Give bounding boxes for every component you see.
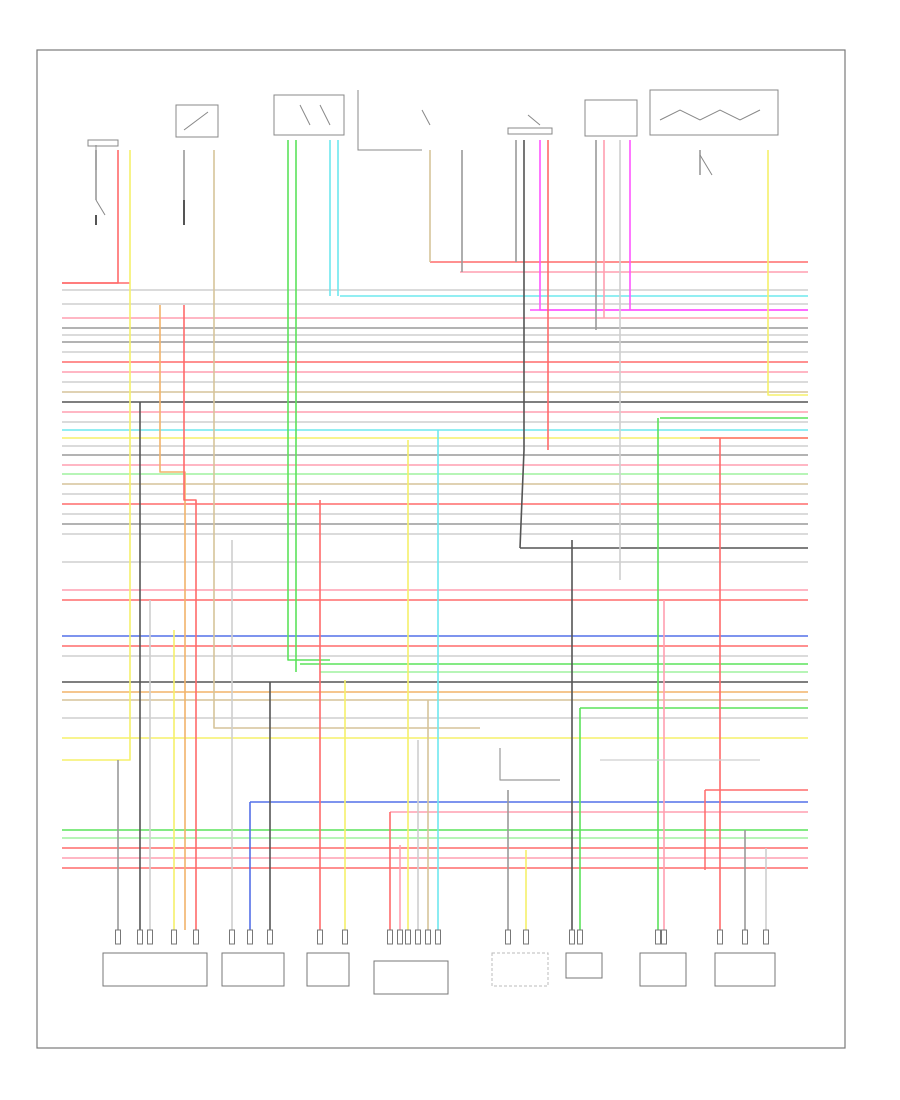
component-lead: [62, 150, 119, 284]
connector-pin: [435, 929, 441, 945]
bottom-component-box-4: [373, 960, 449, 995]
connector-pin: [405, 929, 411, 945]
connector-pin: [171, 929, 177, 945]
top-component-6: [584, 99, 638, 137]
connector-pin: [717, 929, 723, 945]
component-lead: [213, 150, 480, 729]
component-lead: [767, 150, 808, 396]
connector-pin: [505, 929, 511, 945]
connector-pin: [742, 929, 748, 945]
jumper-wire: [499, 748, 560, 781]
connector-pin: [577, 929, 583, 945]
bottom-component-box-5: [491, 952, 549, 987]
bottom-component-box-8: [714, 952, 776, 987]
component-lead: [183, 305, 197, 930]
top-component-2: [175, 104, 219, 225]
connector-pin: [137, 929, 143, 945]
component-lead: [539, 140, 808, 311]
connector-pin: [267, 929, 273, 945]
bottom-component-box-3: [306, 952, 350, 987]
bottom-component-box-2: [221, 952, 285, 987]
connector-pin: [317, 929, 323, 945]
component-lead: [519, 140, 525, 549]
top-component-7: [649, 89, 779, 176]
top-component-3: [273, 94, 345, 136]
connector-pin: [763, 929, 769, 945]
connector-pin: [397, 929, 403, 945]
bottom-component-box-6: [565, 952, 603, 979]
connector-pin: [425, 929, 431, 945]
bottom-component-box-7: [639, 952, 687, 987]
top-component-4: [357, 90, 431, 151]
connector-pin: [342, 929, 348, 945]
connector-pin: [655, 929, 661, 945]
component-lead: [159, 305, 186, 930]
connector-pin: [415, 929, 421, 945]
diagram-frame: [36, 49, 846, 1049]
wire-harness: [62, 140, 808, 945]
connector-pin: [193, 929, 199, 945]
connector-pin: [523, 929, 529, 945]
connector-pin: [147, 929, 153, 945]
connector-pin: [569, 929, 575, 945]
component-lead: [62, 150, 131, 761]
top-component-5: [507, 114, 553, 135]
component-lead: [287, 140, 330, 661]
top-component-1: [87, 139, 119, 225]
connector-pin: [661, 929, 667, 945]
bottom-component-box-1: [102, 952, 208, 987]
connector-pin: [247, 929, 253, 945]
connector-pin: [229, 929, 235, 945]
connector-pin: [115, 929, 121, 945]
connector-pin: [387, 929, 393, 945]
